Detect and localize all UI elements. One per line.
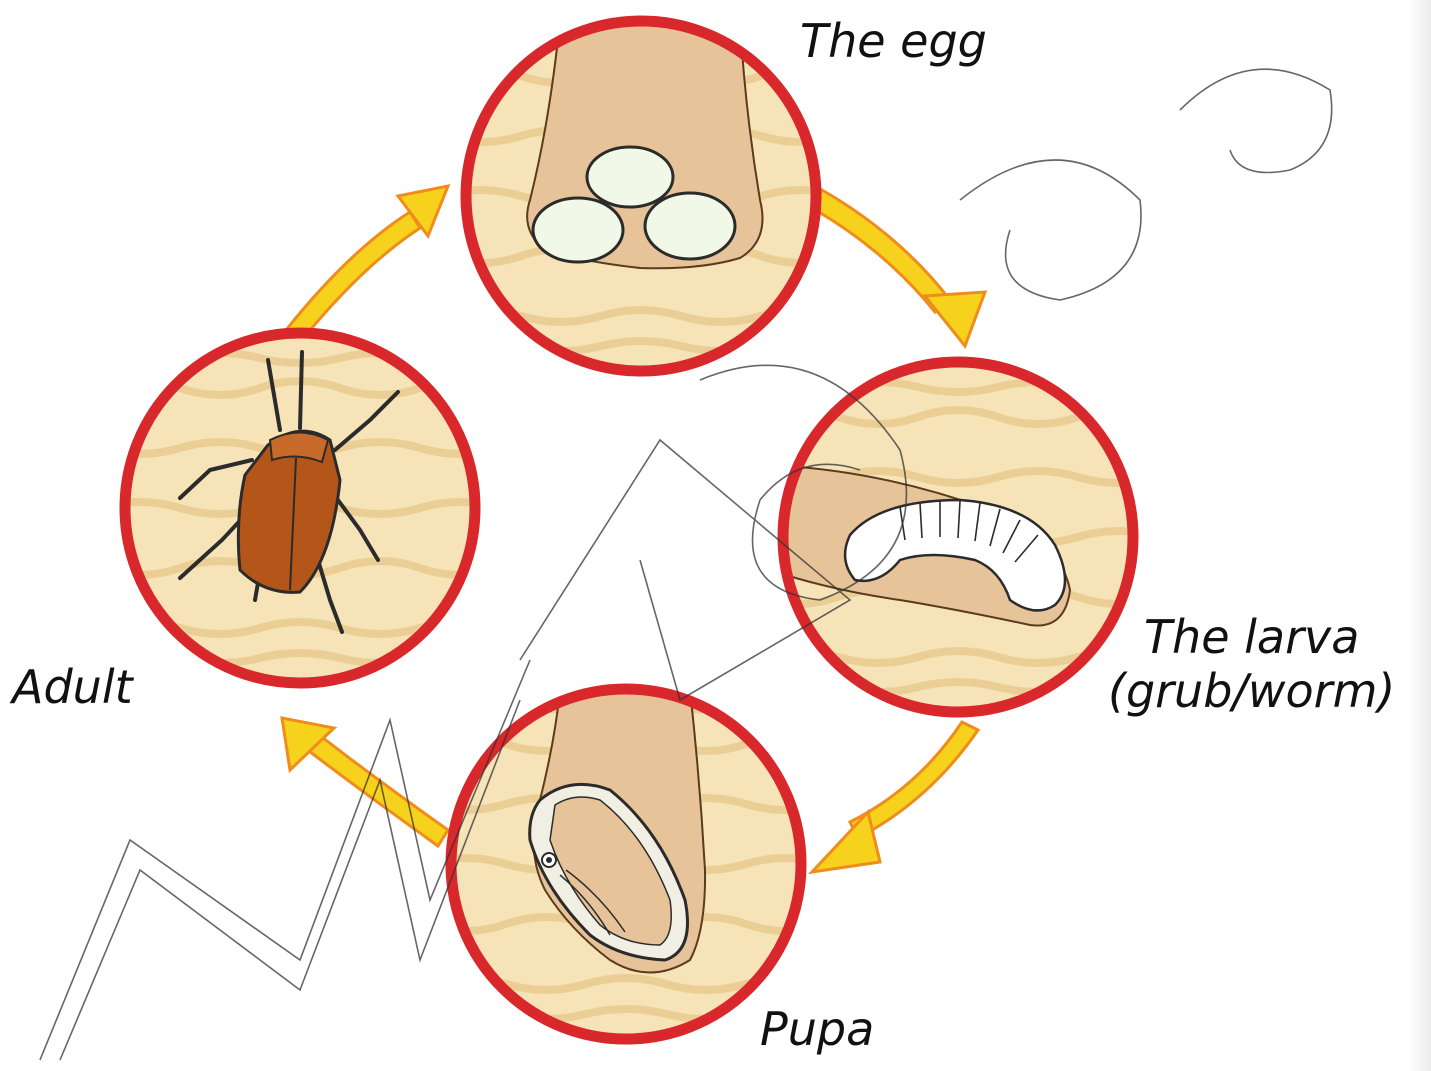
stage-circle-egg xyxy=(441,20,841,371)
label-larva: The larva (grub/worm) xyxy=(1108,610,1395,719)
egg-shape xyxy=(587,147,673,207)
label-adult: Adult xyxy=(12,660,133,714)
egg-shape xyxy=(533,198,623,262)
stage-circle-larva xyxy=(758,362,1158,712)
label-larva-line1: The larva xyxy=(1108,610,1395,664)
arrow-adult-to-egg xyxy=(286,186,448,340)
egg-shape xyxy=(645,193,735,259)
arrow-egg-to-larva xyxy=(812,190,985,346)
label-pupa: Pupa xyxy=(760,1002,874,1056)
arrow-larva-to-pupa xyxy=(812,722,978,872)
arrow-pupa-to-adult xyxy=(282,718,448,846)
stage-circle-pupa xyxy=(426,689,826,1039)
label-egg: The egg xyxy=(800,14,987,68)
stage-circle-adult xyxy=(100,333,500,683)
label-larva-line2: (grub/worm) xyxy=(1108,664,1395,718)
